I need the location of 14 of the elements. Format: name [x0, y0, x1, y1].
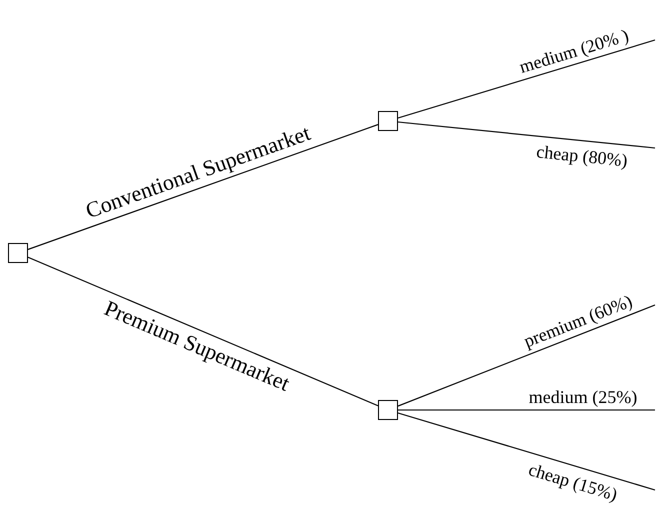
decision-node-box	[8, 243, 28, 263]
branch-line	[398, 304, 656, 407]
edge-label: medium (25%)	[528, 388, 638, 406]
decision-node-box	[378, 400, 398, 420]
branch-line	[398, 121, 656, 149]
branch-line	[398, 412, 656, 491]
edge-label: cheap (15%)	[526, 460, 620, 504]
branch-line	[398, 39, 656, 118]
edge-label: cheap (80%)	[535, 142, 628, 170]
edge-label: medium (20% )	[517, 26, 631, 76]
decision-node-box	[378, 111, 398, 131]
branch-line	[398, 409, 655, 411]
branch-line	[28, 256, 378, 406]
branch-line	[28, 124, 378, 250]
